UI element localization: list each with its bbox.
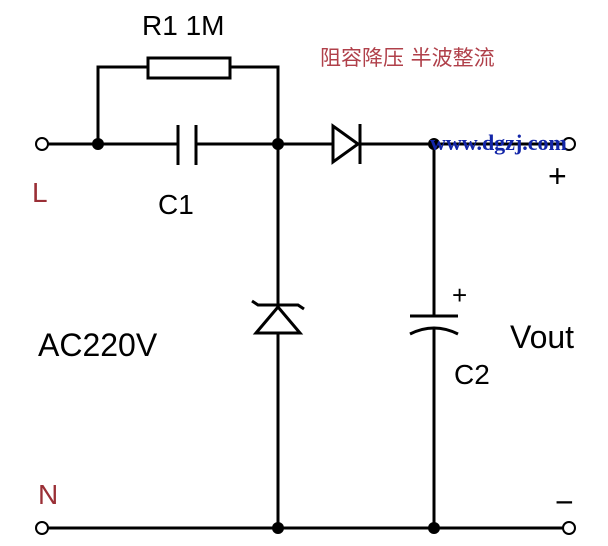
zener-diode — [251, 299, 305, 335]
rectifier-diode — [331, 123, 362, 165]
terminal-n — [35, 521, 49, 535]
label-output-minus: − — [555, 484, 574, 520]
wires — [46, 65, 565, 530]
watermark: www.dgzj.com — [430, 130, 567, 155]
label-n: N — [38, 479, 58, 510]
junction-dot — [428, 138, 440, 150]
label-output-plus: + — [548, 158, 567, 194]
terminal-l — [35, 137, 49, 151]
wire-r1-left — [96, 65, 150, 146]
junction-dot — [428, 522, 440, 534]
label-c1: C1 — [158, 189, 194, 220]
label-c2-plus: + — [452, 280, 467, 310]
junction-dot — [272, 138, 284, 150]
label-c2: C2 — [454, 359, 490, 390]
wire-r1-right — [228, 65, 280, 146]
diagram-title: 阻容降压 半波整流 — [320, 46, 495, 70]
junction-dot — [92, 138, 104, 150]
capacitor-c2 — [409, 314, 459, 336]
label-vout: Vout — [510, 319, 574, 355]
resistor-r1 — [146, 56, 232, 80]
terminals — [35, 137, 576, 535]
junction-dot — [272, 522, 284, 534]
junction-dots — [92, 138, 440, 534]
terminal-out-plus — [562, 137, 576, 151]
capacitor-c1 — [176, 125, 198, 165]
label-l: L — [32, 177, 48, 208]
label-ac220v: AC220V — [38, 327, 158, 363]
terminal-out-minus — [562, 521, 576, 535]
label-r1: R1 1M — [142, 10, 224, 41]
